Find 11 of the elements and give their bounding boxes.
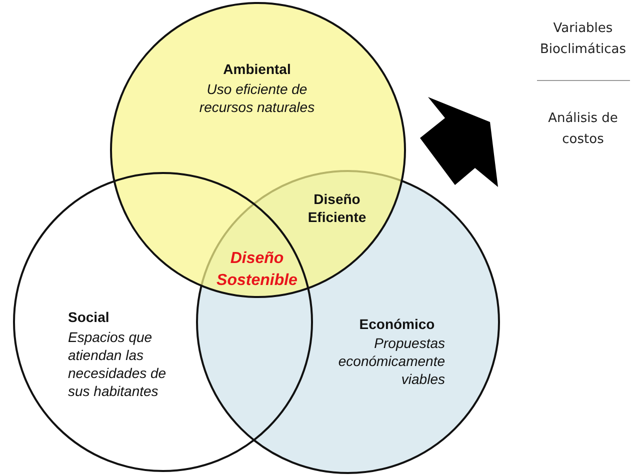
circle-description: Propuestas económicamente viables [337,334,445,388]
overlap-label: Diseño Eficiente [306,190,368,226]
side-text: Variables Bioclimáticas [538,20,628,59]
circle-heading: Ambiental [222,60,292,78]
circle-description: Uso eficiente de recursos naturales [198,80,316,116]
circle-heading: Social [68,308,110,326]
center-label: Diseño Sostenible [216,249,298,291]
circle-description: Espacios que atiendan las necesidades de sus habitantes [68,328,168,400]
block-arrow [420,97,498,187]
circle-heading: Económico [358,315,436,333]
side-text: Análisis de costos [547,110,619,149]
